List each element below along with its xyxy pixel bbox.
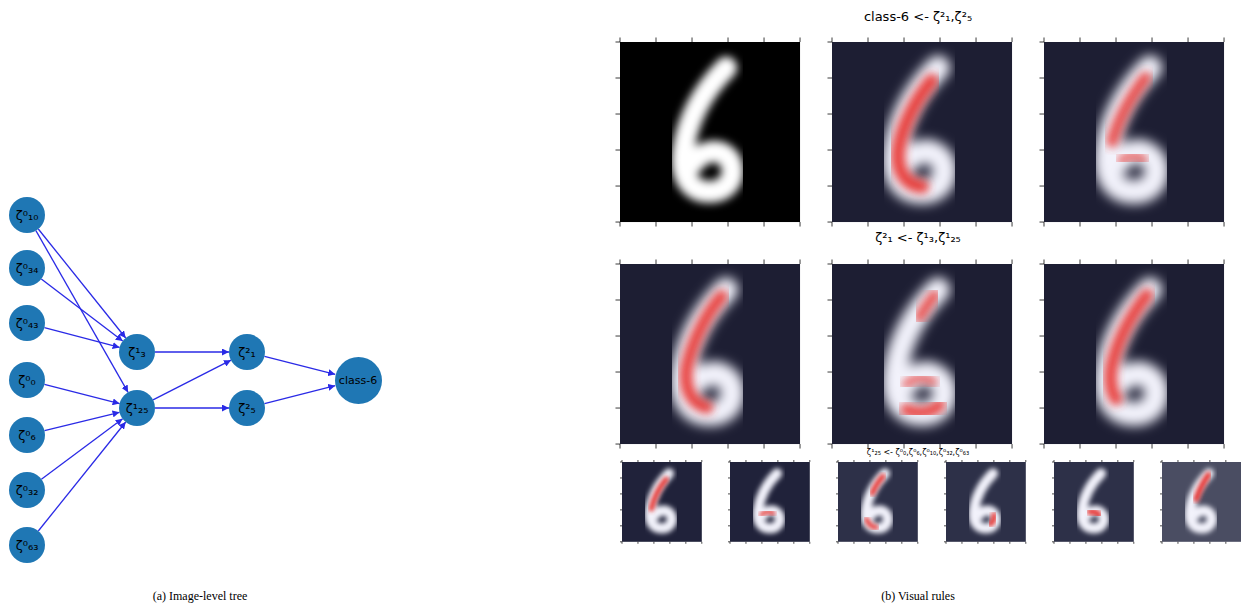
node-label: ζ⁰₁₀	[16, 209, 39, 222]
tree-edge-arrow	[155, 351, 229, 352]
node-label: ζ⁰₃₄	[16, 262, 39, 275]
tree-node-circle: ζ¹₂₅	[119, 390, 155, 426]
heatmap-image	[827, 37, 1012, 226]
node-label: ζ¹₃	[128, 346, 146, 359]
subfigure-caption: (a) Image-level tree	[153, 590, 248, 603]
node-label: ζ⁰₆₃	[16, 539, 39, 552]
tree-edge-arrow	[45, 412, 120, 430]
rule-label: ζ¹₂₅ <- ζ⁰₀,ζ⁰₆,ζ⁰₁₀,ζ⁰₃₂,ζ⁰₆₃	[867, 449, 969, 458]
heatmap-image	[1039, 259, 1224, 448]
node-label: ζ⁰₀	[18, 374, 36, 387]
tree-node-circle: ζ⁰₄₃	[9, 305, 45, 341]
tree-node-circle: ζ⁰₃₄	[9, 250, 45, 286]
node-label: ζ¹₂₅	[126, 402, 149, 415]
heatmap-image	[615, 259, 800, 448]
node-label: ζ²₅	[238, 402, 256, 415]
rule-label: ζ²₁ <- ζ¹₃,ζ¹₂₅	[875, 231, 961, 245]
tree-node-circle: ζ⁰₆	[9, 417, 45, 453]
heatmap-image	[827, 259, 1012, 448]
heatmap-image	[1039, 37, 1224, 226]
heatmap-image	[1160, 460, 1241, 544]
node-label: ζ²₁	[238, 346, 256, 359]
digit-image	[615, 37, 800, 226]
node-label: class-6	[339, 375, 377, 386]
tree-node-circle: ζ¹₃	[119, 334, 155, 370]
subfigure-caption: (b) Visual rules	[881, 590, 955, 603]
tree-edge-arrow	[41, 419, 122, 479]
node-label: ζ⁰₄₃	[16, 317, 39, 330]
node-label: ζ⁰₆	[18, 429, 36, 442]
heatmap-image	[728, 460, 810, 544]
tree-edge-arrow	[41, 279, 122, 341]
node-label: ζ⁰₃₂	[16, 484, 39, 497]
tree-edge-arrow	[155, 407, 229, 408]
tree-edge-arrow	[265, 356, 336, 374]
tree-edge-arrow	[153, 360, 231, 400]
tree-edge-arrow	[44, 384, 119, 403]
tree-edge-arrow	[265, 386, 336, 404]
tree-node-circle: ζ²₁	[229, 334, 265, 370]
heatmap-image	[944, 460, 1026, 544]
tree-node-circle: ζ⁰₁₀	[9, 197, 45, 233]
tree-node-circle: class-6	[335, 357, 382, 404]
heatmap-image	[620, 460, 702, 544]
heatmap-image	[1052, 460, 1134, 544]
tree-node-circle: ζ⁰₃₂	[9, 472, 45, 508]
tree-edge-arrow	[36, 231, 128, 393]
tree-node-circle: ζ⁰₆₃	[9, 527, 45, 563]
tree-node-circle: ζ⁰₀	[9, 362, 45, 398]
heatmap-image	[836, 460, 918, 544]
tree-edge-arrow	[44, 328, 119, 348]
rule-label: class-6 <- ζ²₁,ζ²₅	[864, 10, 972, 24]
tree-edge-arrow	[38, 229, 125, 338]
tree-node-circle: ζ²₅	[229, 390, 265, 426]
tree-edge-arrow	[38, 422, 125, 531]
